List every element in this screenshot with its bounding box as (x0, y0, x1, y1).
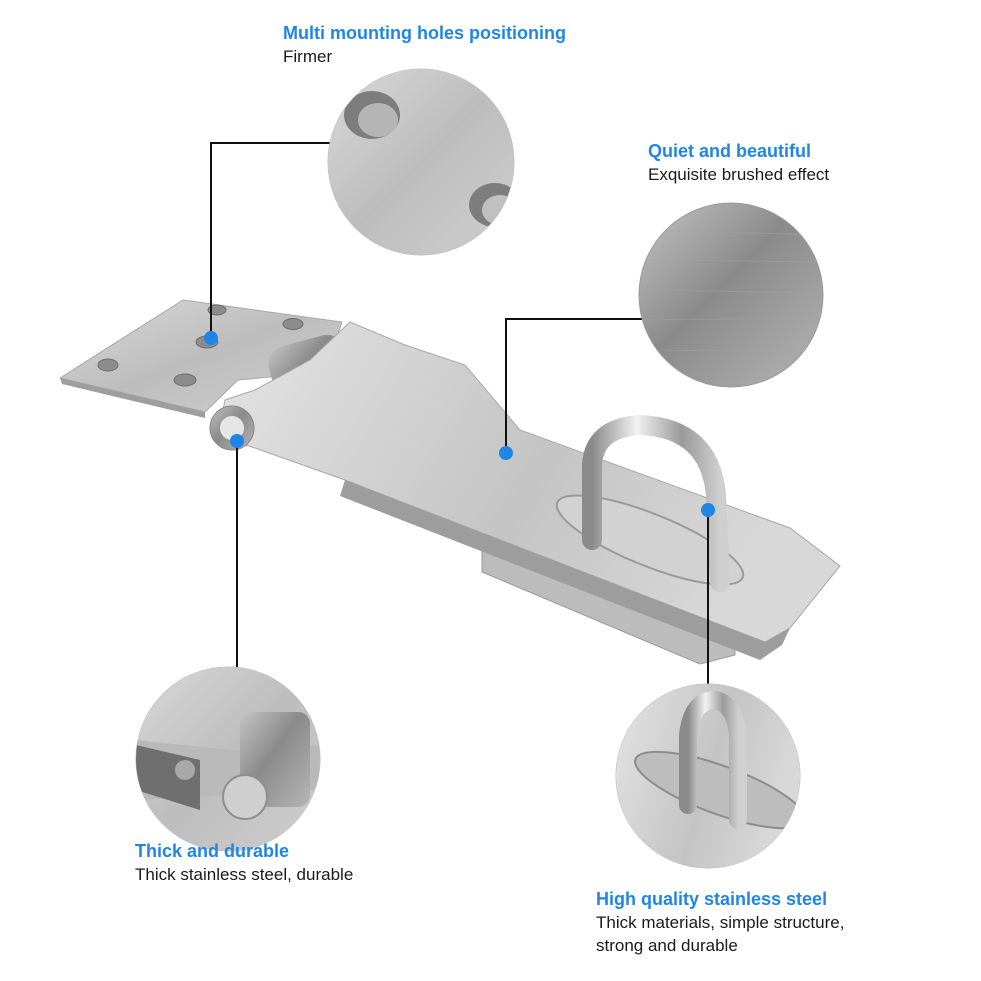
marker-dot-hinge (230, 434, 244, 448)
feature-brushed: Quiet and beautiful Exquisite brushed ef… (648, 139, 829, 186)
hasp-product (58, 299, 841, 665)
closeup-staple (615, 683, 801, 869)
plate-slot (555, 494, 745, 586)
marker-dot-staple (701, 503, 715, 517)
feature-thick: Thick and durable Thick stainless steel,… (135, 839, 353, 886)
staple-loop (582, 414, 730, 592)
feature-desc: Firmer (283, 47, 333, 66)
feature-title: Multi mounting holes positioning (283, 23, 566, 43)
feature-stainless: High quality stainless steel Thick mater… (596, 887, 844, 957)
marker-dot-holes (204, 331, 218, 345)
feature-title: High quality stainless steel (596, 889, 828, 909)
feature-mounting-holes: Multi mounting holes positioning Firmer (283, 21, 566, 68)
feature-desc: Thick stainless steel, durable (135, 865, 354, 884)
callout-lines (210, 142, 709, 698)
marker-dots (204, 331, 715, 517)
feature-desc-line-2: strong and durable (596, 936, 738, 955)
feature-desc: Exquisite brushed effect (648, 165, 830, 184)
marker-dot-surface (499, 446, 513, 460)
feature-title: Thick and durable (135, 841, 290, 861)
closeup-holes (327, 68, 515, 256)
closeup-brushed (638, 202, 824, 388)
feature-desc-line-1: Thick materials, simple structure, (596, 913, 845, 932)
closeup-hinge (135, 666, 321, 852)
feature-title: Quiet and beautiful (648, 141, 812, 161)
